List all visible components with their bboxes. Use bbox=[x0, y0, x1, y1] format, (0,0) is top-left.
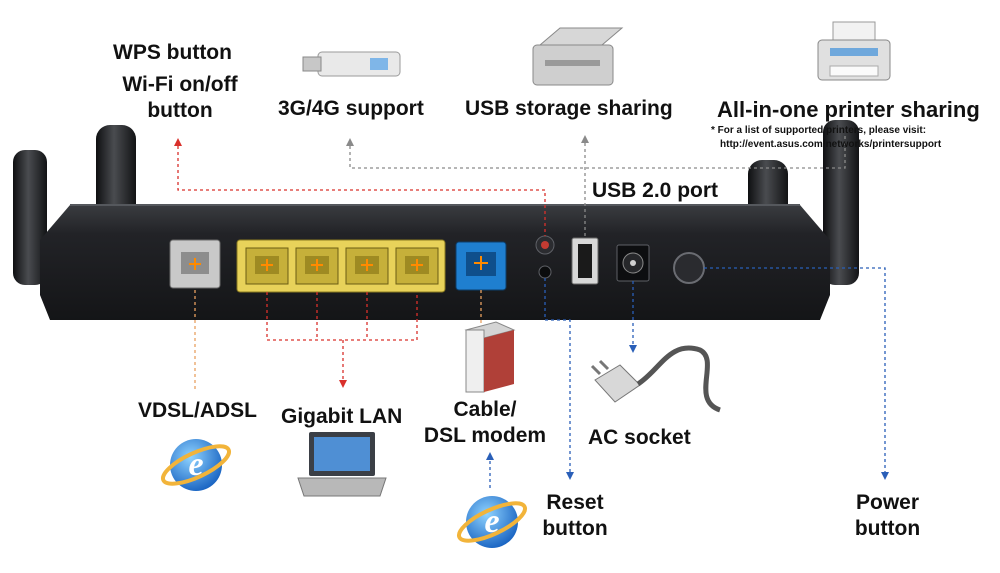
modem-label: Cable/ DSL modem bbox=[410, 397, 560, 449]
mobile-support-label: 3G/4G support bbox=[278, 97, 424, 120]
usb-stick-icon bbox=[302, 51, 401, 77]
internet-explorer-icon: e bbox=[456, 496, 528, 548]
modem-label-line2: DSL modem bbox=[423, 424, 547, 447]
usb-storage-label: USB storage sharing bbox=[465, 97, 673, 120]
svg-text:e: e bbox=[484, 503, 499, 540]
power-button[interactable] bbox=[673, 252, 705, 284]
modem-icon bbox=[464, 321, 516, 393]
reset-button-label-line1: Reset bbox=[546, 491, 604, 514]
laptop-icon bbox=[297, 432, 387, 497]
leader-lines bbox=[174, 135, 889, 490]
power-plug-icon bbox=[590, 345, 722, 413]
printer-icon bbox=[817, 21, 891, 81]
dsl-port[interactable] bbox=[169, 239, 221, 289]
internet-explorer-icon: e bbox=[160, 439, 232, 491]
wps-button[interactable] bbox=[535, 235, 555, 255]
antenna-right-outer bbox=[823, 120, 859, 285]
svg-text:e: e bbox=[188, 446, 203, 483]
lan-port-3[interactable] bbox=[345, 247, 389, 285]
reset-button-label: Reset button bbox=[530, 490, 620, 542]
vdsl-adsl-label: VDSL/ADSL bbox=[138, 399, 258, 422]
lan-port-1[interactable] bbox=[245, 247, 289, 285]
wan-port[interactable] bbox=[455, 241, 507, 291]
lan-ports bbox=[236, 239, 446, 293]
modem-label-line1: Cable/ bbox=[453, 398, 517, 421]
printer-sharing-label: All-in-one printer sharing bbox=[717, 97, 980, 122]
usb-port[interactable] bbox=[571, 237, 599, 285]
ac-socket-label: AC socket bbox=[588, 426, 691, 449]
usb-port-label: USB 2.0 port bbox=[592, 179, 719, 202]
wps-button-label: WPS button bbox=[113, 41, 232, 64]
power-button-label-line2: button bbox=[854, 517, 921, 540]
wifi-button-label-line1: Wi-Fi on/off bbox=[122, 73, 238, 96]
hard-drive-icon bbox=[532, 27, 624, 86]
lan-port-2[interactable] bbox=[295, 247, 339, 285]
wifi-button-label: Wi-Fi on/off button bbox=[110, 72, 250, 124]
wifi-button-label-line2: button bbox=[147, 99, 213, 122]
lan-port-4[interactable] bbox=[395, 247, 439, 285]
gigabit-lan-label: Gigabit LAN bbox=[281, 405, 403, 428]
printer-note-line1: * For a list of supported printers, plea… bbox=[711, 125, 927, 136]
reset-button[interactable] bbox=[538, 265, 552, 279]
antenna-left-outer bbox=[13, 150, 47, 285]
power-button-label-line1: Power bbox=[855, 491, 920, 514]
reset-button-label-line2: button bbox=[542, 517, 608, 540]
power-button-label: Power button bbox=[840, 490, 935, 542]
printer-note-line2: http://event.asus.com/networks/printersu… bbox=[720, 139, 942, 150]
dc-power-jack[interactable] bbox=[616, 244, 650, 282]
